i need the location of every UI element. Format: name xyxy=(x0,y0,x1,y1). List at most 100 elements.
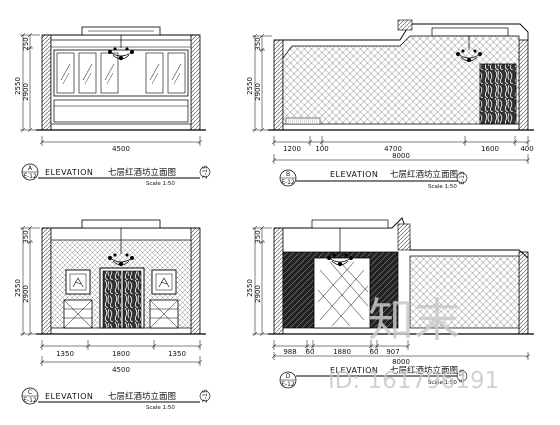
height-dim-label: 2900 xyxy=(22,285,30,303)
reference-tag xyxy=(456,172,468,184)
ceiling-bulkhead xyxy=(311,219,389,229)
elevation-tag-letter: A xyxy=(28,165,33,172)
framed-artwork-right xyxy=(151,269,177,295)
title-block: A E-12 ELEVATION 七层红酒坊立面图 Scale 1:50 2-1… xyxy=(21,163,211,187)
base-skirting xyxy=(53,99,189,123)
drawing-scale: Scale 1:50 xyxy=(428,184,457,190)
title-block: B E-12 ELEVATION 七层红酒坊立面图 Scale 1:50 E-1… xyxy=(279,169,468,190)
reference-tag-label: E-13 xyxy=(459,369,466,383)
height-dim-label: 2550 xyxy=(246,279,254,297)
section-wall-right xyxy=(190,227,201,335)
drawing-scale: Scale 1:50 xyxy=(428,380,457,386)
elevation-a: 2550 2900 250 4500 A E-12 ELEVATION 七层红酒… xyxy=(14,26,211,187)
reference-tag xyxy=(456,370,468,382)
elevation-word: ELEVATION xyxy=(330,170,378,179)
drawing-title: 七层红酒坊立面图 xyxy=(108,167,176,178)
elevation-tag-sheet: E-12 xyxy=(23,397,37,404)
drawing-scale: Scale 1:50 xyxy=(146,181,175,187)
width-dim-label: 1350 xyxy=(56,350,74,358)
lattice-wall-panel xyxy=(409,255,520,329)
elevation-word: ELEVATION xyxy=(45,168,93,177)
height-dimensions xyxy=(252,33,272,133)
height-dim-label: 2550 xyxy=(246,77,254,95)
section-wall-right xyxy=(518,39,529,131)
height-dim-label: 2900 xyxy=(254,83,262,101)
ceiling-soffit xyxy=(397,223,411,251)
cabinet-doors xyxy=(56,52,186,94)
height-dimensions xyxy=(252,225,272,337)
drawing-title: 七层红酒坊立面图 xyxy=(108,391,176,402)
height-dim-label: 2550 xyxy=(14,77,22,95)
marble-double-door xyxy=(99,267,145,329)
width-dimensions xyxy=(271,340,531,360)
reference-tag-label: 2-15 xyxy=(202,165,209,179)
framed-artwork-left xyxy=(65,269,91,295)
width-dim-label: 988 xyxy=(283,348,296,356)
section-wall-right xyxy=(518,251,529,335)
width-dimensions xyxy=(39,136,203,146)
elevation-tag-sheet: E-12 xyxy=(23,173,37,180)
width-dim-label: 60 xyxy=(306,348,315,356)
height-dim-label: 2900 xyxy=(22,83,30,101)
drawing-scale: Scale 1:50 xyxy=(146,405,175,411)
chandelier xyxy=(327,228,353,267)
elevation-tag-sheet: E-12 xyxy=(281,179,295,186)
lattice-wall-panel xyxy=(282,35,520,125)
ceiling-soffit xyxy=(397,19,413,31)
elevation-tag-letter: B xyxy=(286,171,290,178)
elevation-b: 2550 2900 350 1200 100 4700 1600 400 800… xyxy=(246,19,534,190)
section-wall-left xyxy=(273,227,284,335)
elevation-d: 2550 2900 350 988 60 1880 60 907 8000 D … xyxy=(246,217,534,389)
section-wall-right xyxy=(190,34,201,131)
height-dimensions xyxy=(20,225,40,337)
ceiling-bulkhead xyxy=(81,219,161,229)
width-dimensions xyxy=(271,136,531,164)
width-dim-label: 4500 xyxy=(112,145,130,153)
low-shelf xyxy=(285,117,321,125)
width-dim-label: 1350 xyxy=(168,350,186,358)
title-block: C E-12 ELEVATION 七层红酒坊立面图 Scale 1:50 2-1… xyxy=(21,387,211,411)
reference-tag-label: 2-15 xyxy=(202,389,209,403)
watermark-brand: 知末 xyxy=(368,293,460,347)
width-dim-label: 1200 xyxy=(283,145,301,153)
width-dim-label: 1880 xyxy=(333,348,351,356)
reference-tag xyxy=(199,166,211,178)
side-cabinet-right xyxy=(149,299,179,329)
height-dim-label: 2550 xyxy=(14,279,22,297)
side-cabinet-left xyxy=(63,299,93,329)
width-dim-label: 60 xyxy=(370,348,379,356)
ceiling-bulkhead xyxy=(431,27,509,37)
reference-tag xyxy=(199,390,211,402)
width-dim-label: 400 xyxy=(520,145,533,153)
width-dim-label: 8000 xyxy=(392,358,410,366)
chandelier xyxy=(456,36,482,63)
width-dim-label: 100 xyxy=(315,145,328,153)
watermark-id: ID: 161796191 xyxy=(328,368,499,394)
width-dim-label: 8000 xyxy=(392,152,410,160)
reference-tag-label: E-13 xyxy=(459,171,466,185)
height-dim-label: 350 xyxy=(254,37,262,50)
ceiling-profile xyxy=(274,23,529,41)
height-dim-label: 350 xyxy=(22,230,30,243)
height-dim-label: 2900 xyxy=(254,285,262,303)
elevation-tag-sheet: E-12 xyxy=(281,381,295,388)
elevation-c: 2550 2900 350 1350 1800 1350 4500 C E-12… xyxy=(14,219,211,411)
width-dim-label: 1800 xyxy=(112,350,130,358)
height-dimensions xyxy=(20,32,40,133)
section-wall-left xyxy=(41,227,52,335)
height-dim-label: 350 xyxy=(254,230,262,243)
width-dimensions xyxy=(39,340,203,366)
elevation-tag-letter: C xyxy=(28,389,32,396)
section-wall-left xyxy=(41,34,52,131)
width-dim-label: 1600 xyxy=(481,145,499,153)
height-dim-label: 250 xyxy=(22,37,30,50)
title-block: D E-12 ELEVATION 七层红酒坊立面图 Scale 1:50 E-1… xyxy=(279,365,468,389)
elevation-word: ELEVATION xyxy=(45,392,93,401)
chandelier xyxy=(108,35,134,61)
drawing-title: 七层红酒坊立面图 xyxy=(390,365,458,376)
width-dim-label: 4700 xyxy=(384,145,402,153)
width-dim-label: 4500 xyxy=(112,366,130,374)
drawing-title: 七层红酒坊立面图 xyxy=(390,169,458,180)
watermark: 知末 ID: 161796191 xyxy=(328,293,499,394)
